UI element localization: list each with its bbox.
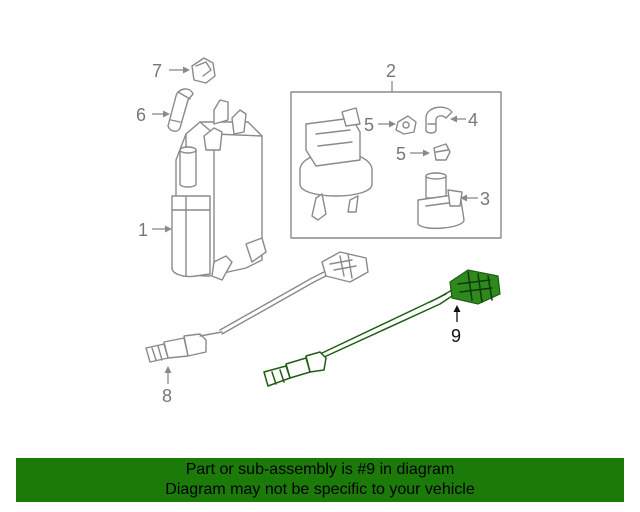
callout-9-label: 9	[451, 326, 461, 346]
callout-2-label: 2	[386, 61, 396, 81]
part-7-cap[interactable]	[191, 57, 216, 84]
part-2-purge-valve[interactable]	[299, 107, 373, 221]
callout-1-label: 1	[138, 220, 148, 240]
callout-6: 6	[136, 105, 170, 125]
banner-line-2: Diagram may not be specific to your vehi…	[165, 481, 475, 498]
callout-5-lower-label: 5	[396, 144, 406, 164]
callout-5-lower: 5	[396, 144, 430, 164]
part-8-oxygen-sensor[interactable]	[145, 251, 369, 363]
callout-2: 2	[386, 61, 396, 92]
part-5-cap-lower[interactable]	[433, 143, 451, 161]
callout-8: 8	[162, 366, 172, 406]
part-2-group-box[interactable]	[290, 91, 502, 239]
part-3-solenoid-valve[interactable]	[417, 172, 465, 230]
callout-6-label: 6	[136, 105, 146, 125]
part-4-hose[interactable]	[425, 106, 453, 134]
callout-7-label: 7	[152, 61, 162, 81]
callout-5-upper: 5	[364, 115, 396, 135]
banner-line-1: Part or sub-assembly is #9 in diagram	[185, 461, 455, 478]
info-banner: Part or sub-assembly is #9 in diagram Di…	[16, 458, 624, 502]
part-1-canister[interactable]	[171, 99, 267, 281]
part-6-hose[interactable]	[167, 88, 194, 132]
callout-4-label: 4	[468, 110, 478, 130]
callout-5-upper-label: 5	[364, 115, 374, 135]
callout-3-label: 3	[480, 189, 490, 209]
callout-7: 7	[152, 61, 190, 81]
callout-3: 3	[460, 189, 490, 209]
part-5-grommet-upper[interactable]	[395, 115, 417, 135]
part-9-oxygen-sensor-highlighted[interactable]	[263, 269, 501, 387]
callout-9: 9	[451, 305, 461, 346]
callout-8-label: 8	[162, 386, 172, 406]
callout-4: 4	[450, 110, 478, 130]
callout-1: 1	[138, 220, 172, 240]
